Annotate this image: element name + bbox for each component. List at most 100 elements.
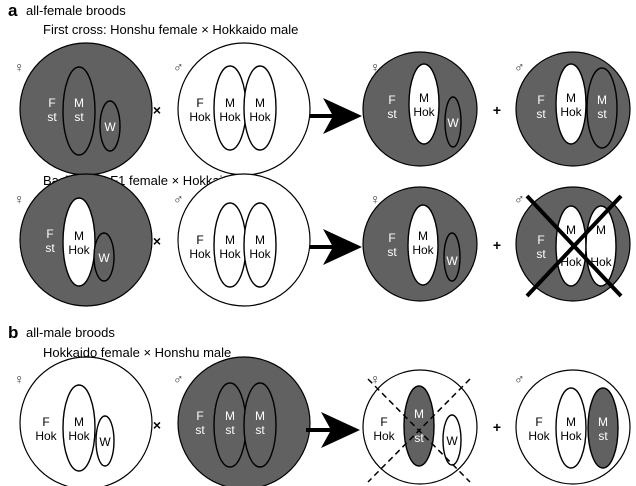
label-st: st <box>597 107 607 121</box>
row1-parent-male: ♂ F Hok M Hok M Hok <box>173 42 311 176</box>
label-M: M <box>596 223 606 237</box>
label-F: F <box>196 96 203 110</box>
chromosome-M-hok <box>62 197 96 287</box>
female-symbol: ♀ <box>14 371 25 387</box>
label-Hok: Hok <box>413 105 435 119</box>
label-st: st <box>195 423 205 437</box>
label-Hok: Hok <box>189 247 211 261</box>
label-M: M <box>255 96 265 110</box>
label-M: M <box>74 415 84 429</box>
label-Hok: Hok <box>528 429 550 443</box>
arrow-icon <box>310 98 362 134</box>
label-M: M <box>255 409 265 423</box>
plus-operator: + <box>493 237 501 253</box>
female-symbol: ♀ <box>14 191 25 207</box>
chromosome-M-hok <box>407 204 439 286</box>
chromosome-M-hok <box>555 63 587 145</box>
chromosome-W-hok <box>442 414 462 466</box>
label-W: W <box>447 116 459 130</box>
label-st: st <box>47 110 57 124</box>
label-st: st <box>255 423 265 437</box>
label-F: F <box>42 415 49 429</box>
female-symbol: ♀ <box>14 59 25 75</box>
label-st: st <box>414 431 424 445</box>
chromosome-M-hok <box>243 65 277 151</box>
male-symbol: ♂ <box>514 191 525 207</box>
label-Hok: Hok <box>560 429 582 443</box>
chromosome-M-st <box>243 382 277 468</box>
b-cross-title: Hokkaido female × Honshu male <box>43 345 231 360</box>
panel-a-title: all-female broods <box>26 3 126 18</box>
chromosome-M-st <box>403 385 435 467</box>
female-symbol: ♀ <box>370 191 381 207</box>
chromosome-W-st <box>443 232 461 282</box>
label-Hok: Hok <box>189 110 211 124</box>
plus-operator: + <box>493 102 501 118</box>
times-operator: × <box>153 417 161 433</box>
label-W: W <box>446 254 458 268</box>
female-symbol: ♀ <box>370 59 381 75</box>
label-Hok: Hok <box>249 247 271 261</box>
chromosome-M-hok <box>555 387 587 469</box>
label-W: W <box>104 120 116 134</box>
label-M: M <box>225 96 235 110</box>
times-operator: × <box>153 233 161 249</box>
first-cross-title: First cross: Honshu female × Hokkaido ma… <box>43 22 298 37</box>
label-st: st <box>387 245 397 259</box>
label-Hok: Hok <box>560 255 582 269</box>
chromosome-M-st <box>587 387 619 469</box>
label-F: F <box>380 415 387 429</box>
label-M: M <box>225 233 235 247</box>
label-M: M <box>418 229 428 243</box>
chromosome-M-hok <box>408 63 440 145</box>
chromosome-W-hok <box>95 415 115 467</box>
label-W: W <box>98 251 110 265</box>
label-M: M <box>74 96 84 110</box>
b-offspring-male: ♂ F Hok M Hok M st <box>514 369 631 485</box>
times-operator: × <box>153 102 161 118</box>
label-Hok: Hok <box>560 105 582 119</box>
b-parent-female: ♀ F Hok M Hok W <box>14 356 153 486</box>
label-M: M <box>597 93 607 107</box>
label-st: st <box>225 423 235 437</box>
cross-out-x-icon <box>525 194 623 298</box>
label-st: st <box>598 429 608 443</box>
male-symbol: ♂ <box>173 191 184 207</box>
label-M: M <box>74 229 84 243</box>
label-st: st <box>536 247 546 261</box>
panel-b-title: all-male broods <box>26 325 115 340</box>
row1-offspring-female: ♀ F st M Hok W <box>362 51 478 167</box>
label-st: st <box>387 107 397 121</box>
label-F: F <box>388 231 395 245</box>
chromosome-M-st <box>62 66 96 156</box>
label-st: st <box>45 241 55 255</box>
row2-offspring-male-crossed-out: ♂ F st M Hok M Hok <box>514 186 631 302</box>
label-M: M <box>225 409 235 423</box>
label-M: M <box>414 407 424 421</box>
label-st: st <box>74 110 84 124</box>
label-Hok: Hok <box>373 429 395 443</box>
label-F: F <box>46 227 53 241</box>
label-Hok: Hok <box>219 110 241 124</box>
female-symbol: ♀ <box>370 371 381 387</box>
cross-out-dashed-x-icon <box>367 378 471 483</box>
chromosome-W-st <box>444 96 462 148</box>
male-symbol: ♂ <box>173 59 184 75</box>
chromosome-W-st <box>93 232 115 282</box>
label-Hok: Hok <box>590 255 612 269</box>
label-Hok: Hok <box>68 429 90 443</box>
b-offspring-female-crossed-out: ♀ F Hok M st W <box>362 369 478 485</box>
chromosome-M-st <box>586 67 618 149</box>
label-F: F <box>48 96 55 110</box>
label-M: M <box>566 415 576 429</box>
label-M: M <box>255 233 265 247</box>
label-st: st <box>536 107 546 121</box>
male-symbol: ♂ <box>514 371 525 387</box>
male-symbol: ♂ <box>173 371 184 387</box>
label-F: F <box>537 233 544 247</box>
row1-offspring-male: ♂ F st M Hok M st <box>514 51 631 167</box>
panel-a-letter: a <box>8 1 18 20</box>
label-Hok: Hok <box>249 110 271 124</box>
label-M: M <box>598 415 608 429</box>
